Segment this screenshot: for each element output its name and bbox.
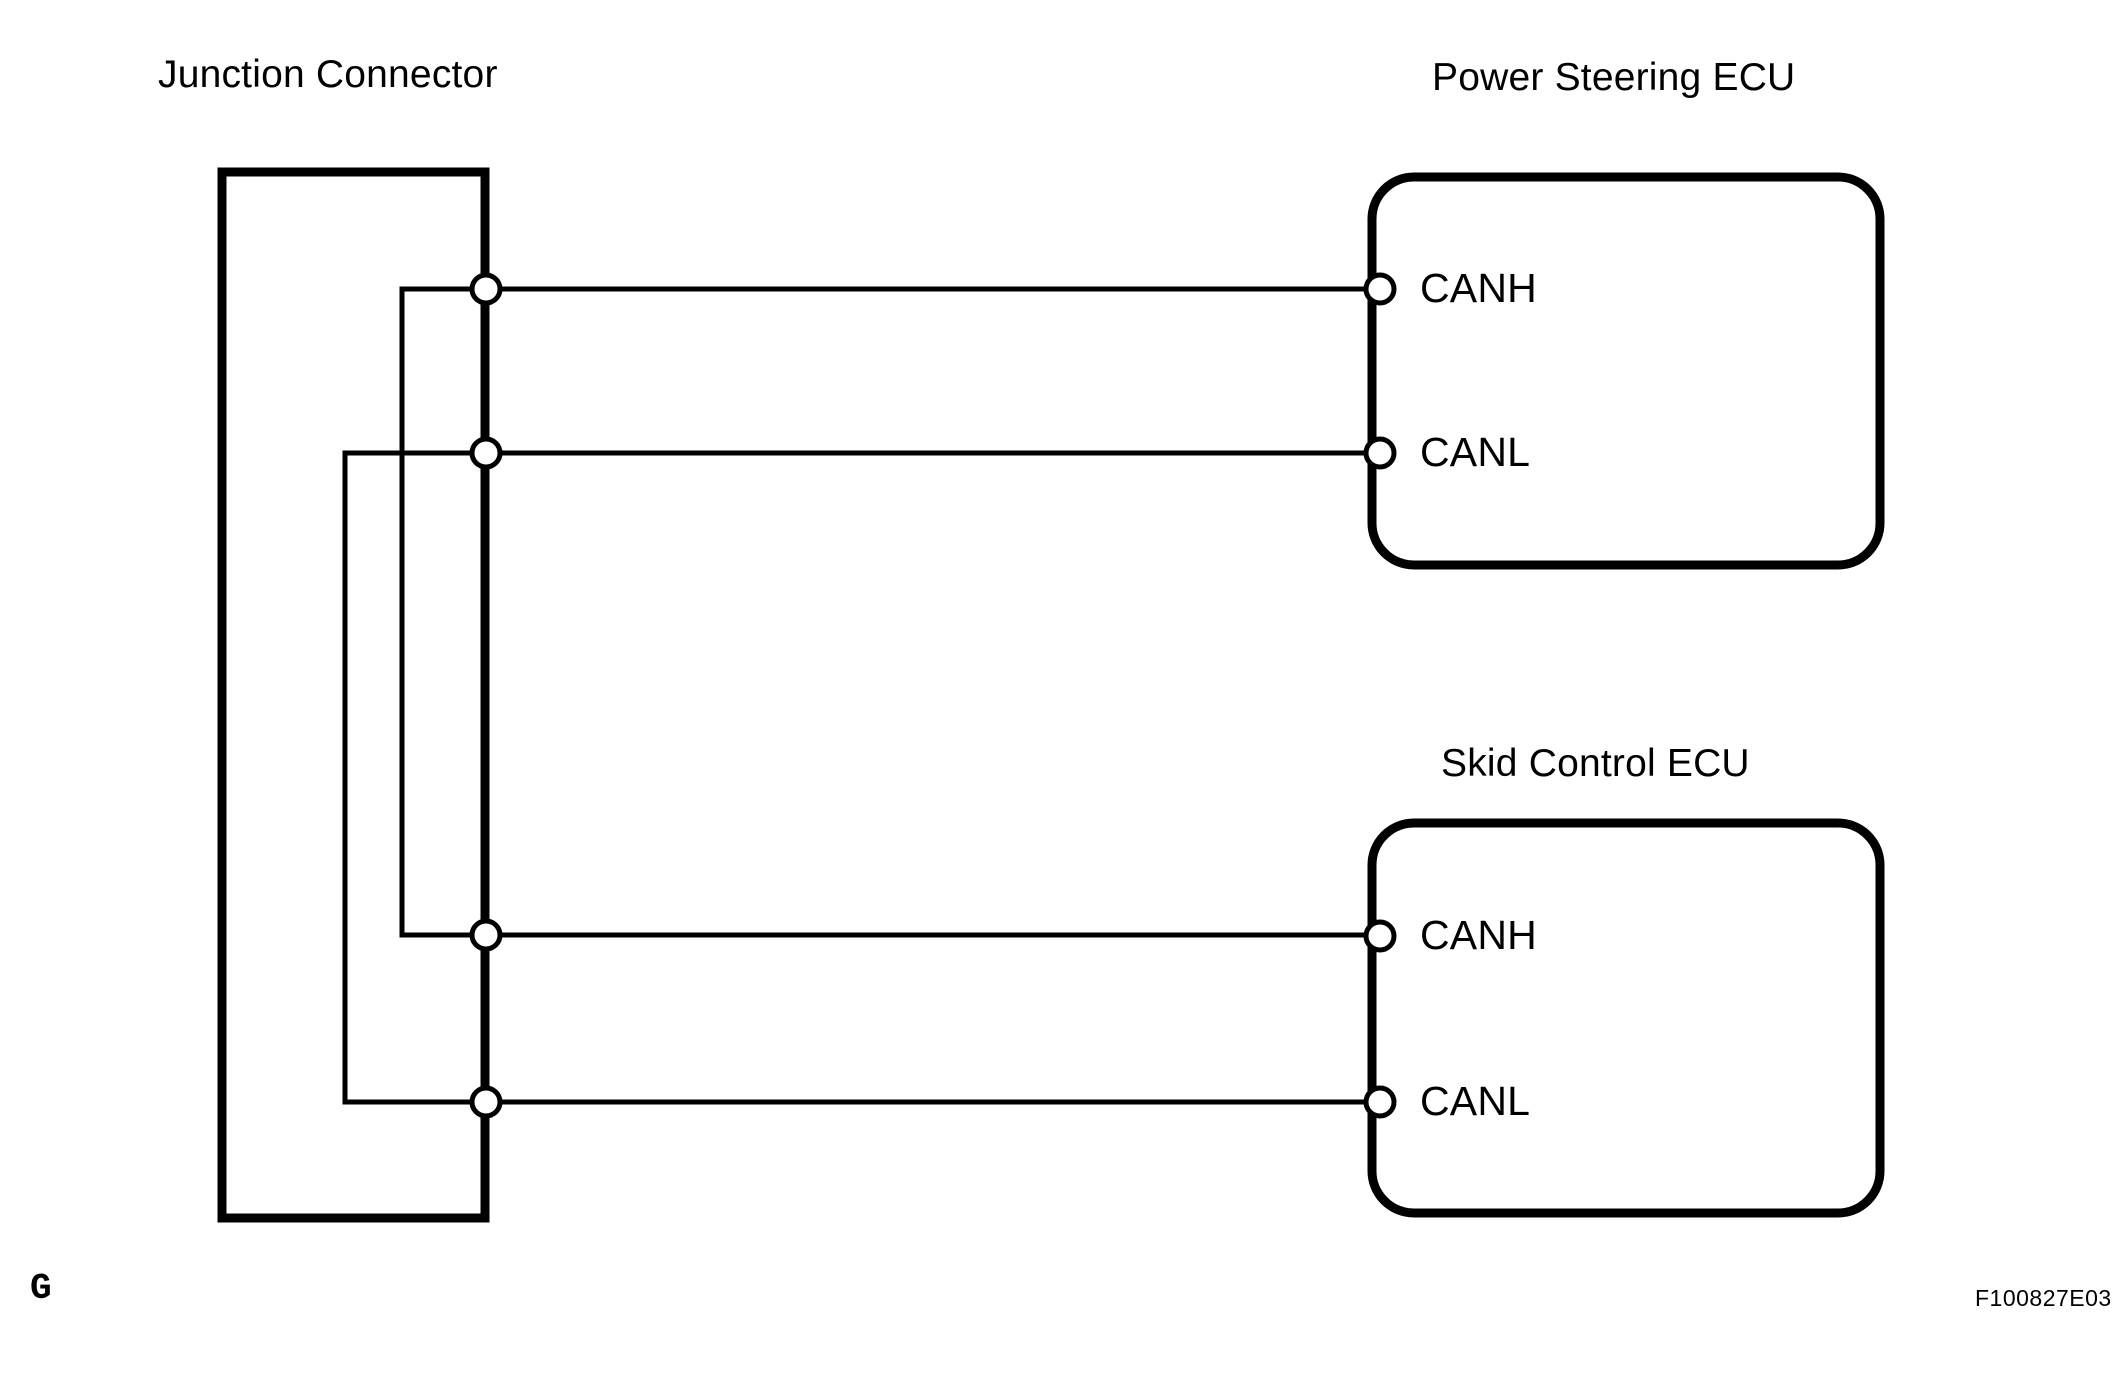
terminal-marker-junction-canh-ps bbox=[469, 272, 503, 306]
power-steering-ecu-box bbox=[1367, 172, 1885, 570]
terminal-marker-junction-canh-sc bbox=[469, 918, 503, 952]
terminal-marker-junction-canl-sc bbox=[469, 1085, 503, 1119]
skid-control-canh-label: CANH bbox=[1420, 912, 1537, 958]
corner-mark: G bbox=[30, 1268, 52, 1309]
skid-control-ecu-box bbox=[1367, 818, 1885, 1218]
junction-connector-box bbox=[217, 167, 490, 1223]
skid-control-canl-label: CANL bbox=[1420, 1078, 1531, 1124]
power-steering-canl-label: CANL bbox=[1420, 429, 1531, 475]
bus-canh-internal-wire bbox=[399, 286, 486, 938]
terminal-marker-ps-canl bbox=[1363, 436, 1397, 470]
terminal-marker-ps-canh bbox=[1363, 272, 1397, 306]
figure-code: F100827E03 bbox=[1975, 1285, 2112, 1311]
terminal-marker-sc-canh bbox=[1363, 919, 1397, 953]
terminal-marker-junction-canl-ps bbox=[469, 436, 503, 470]
bus-canl-internal-wire bbox=[342, 450, 486, 1105]
junction-connector-title: Junction Connector bbox=[158, 53, 498, 96]
power-steering-canh-label: CANH bbox=[1420, 265, 1537, 311]
skid-control-ecu-title: Skid Control ECU bbox=[1441, 742, 1750, 785]
power-steering-ecu-title: Power Steering ECU bbox=[1432, 56, 1796, 99]
terminal-marker-sc-canl bbox=[1363, 1085, 1397, 1119]
